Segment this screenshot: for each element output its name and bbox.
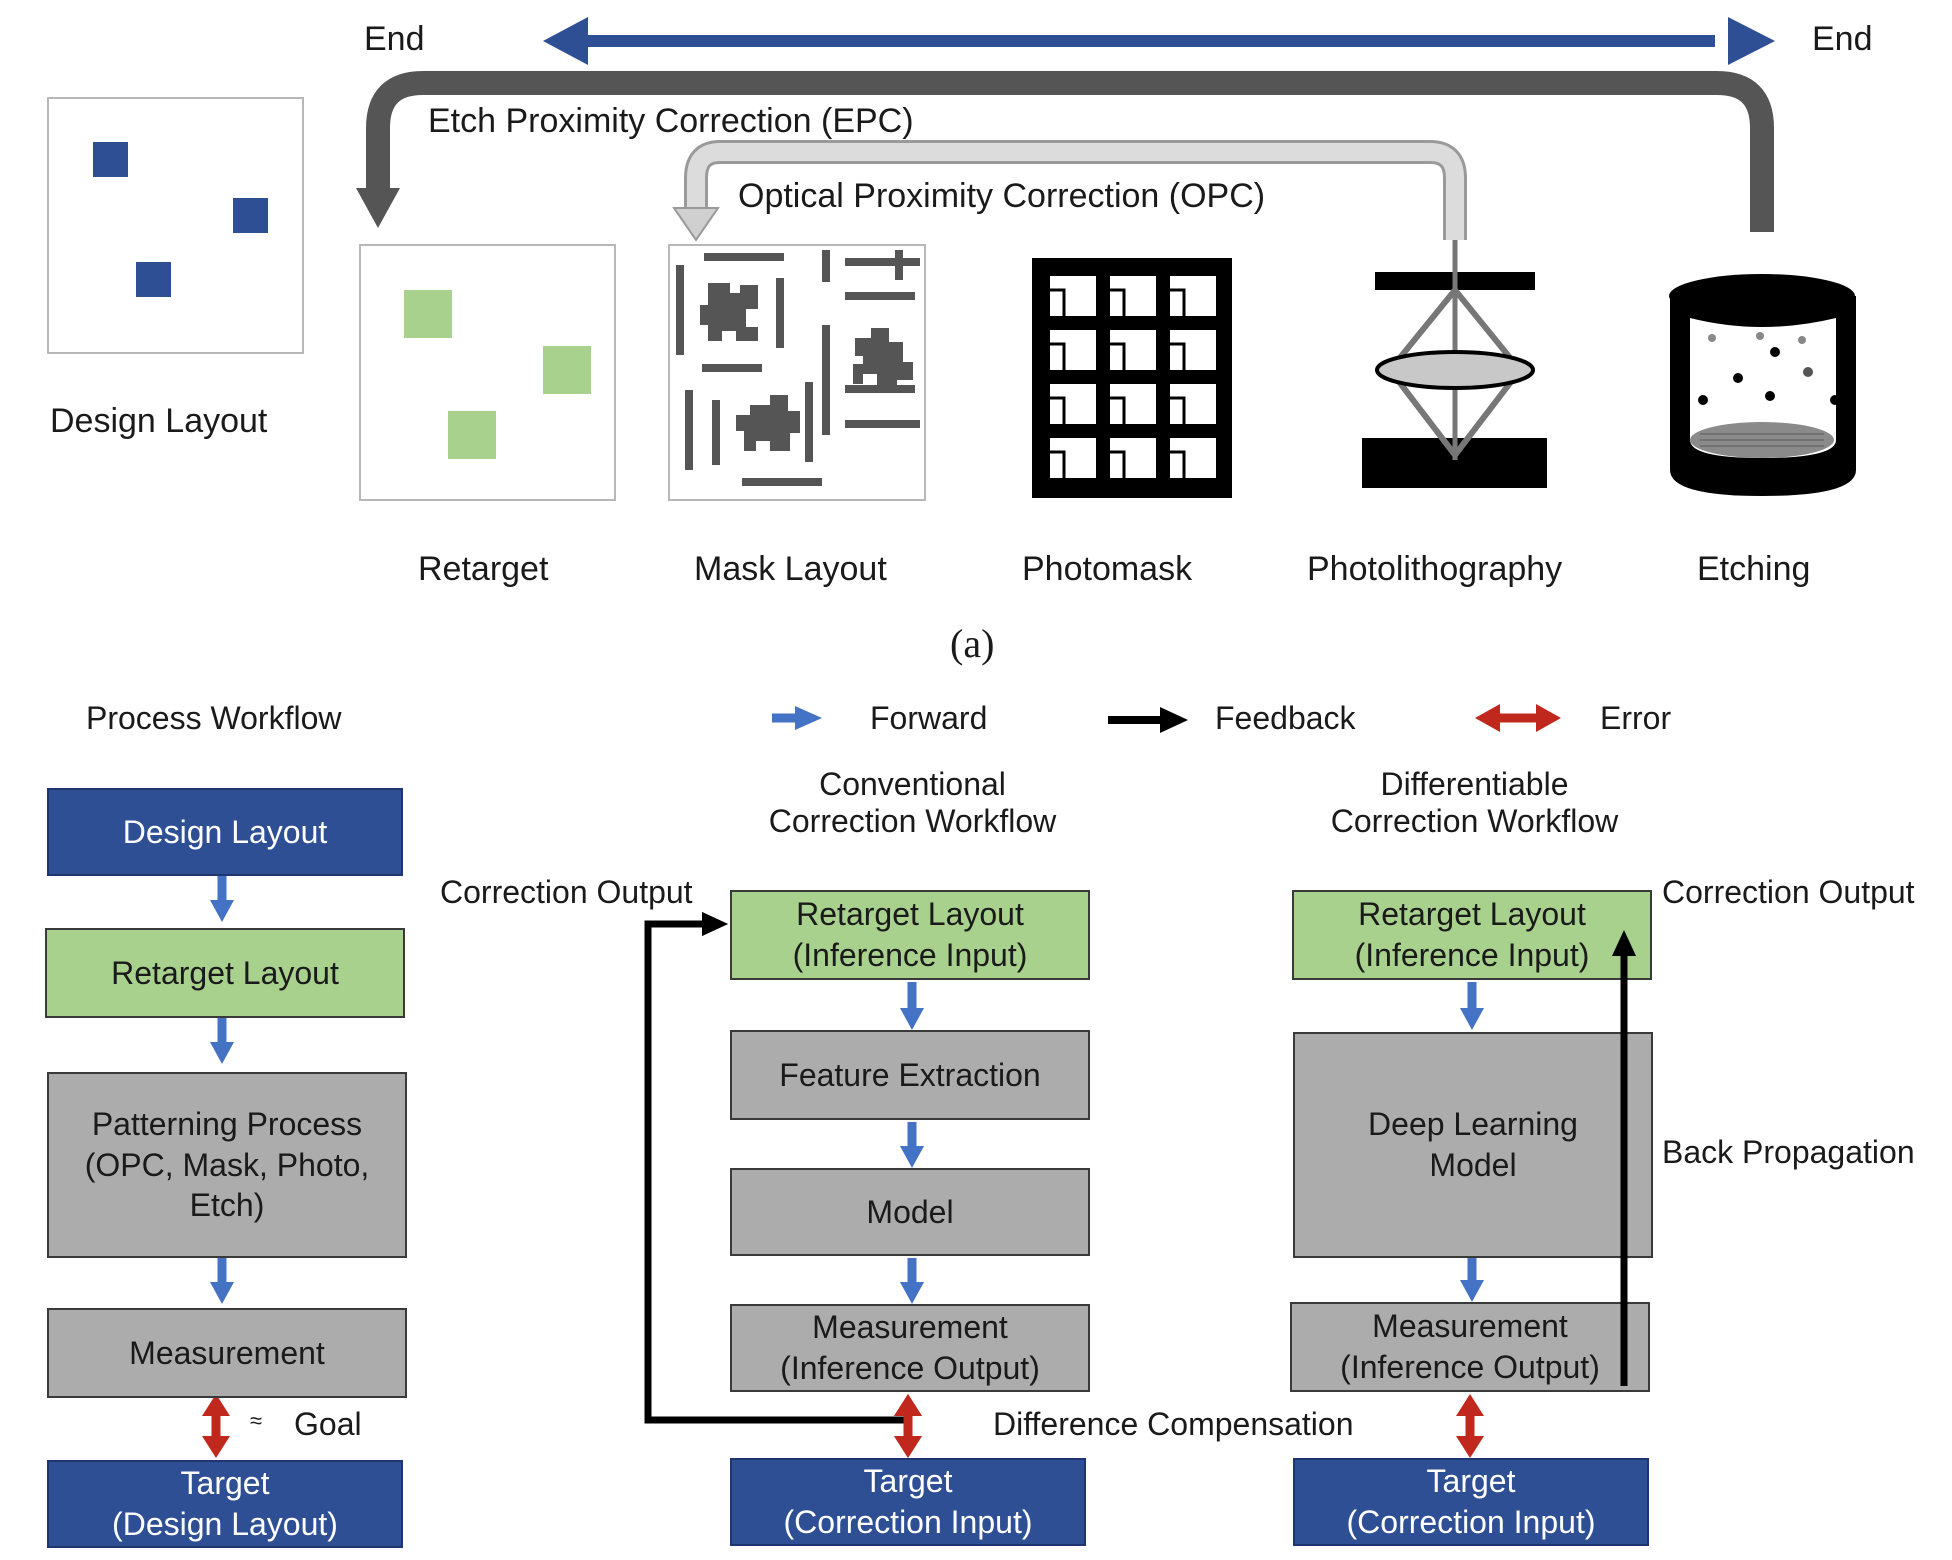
legend-forward-arrow (772, 706, 822, 730)
differentiable-target-box: Target (Correction Input) (1293, 1458, 1649, 1546)
opc-arrow (672, 140, 1467, 242)
conventional-title: Conventional Correction Workflow (768, 766, 1057, 839)
epc-label: Etch Proximity Correction (EPC) (428, 102, 914, 140)
stage-mask-layout-label: Mask Layout (694, 550, 887, 588)
legend-forward-label: Forward (870, 700, 988, 736)
photomask-image (1032, 258, 1232, 498)
process-retarget-layout-box: Retarget Layout (45, 928, 405, 1018)
opc-label: Optical Proximity Correction (OPC) (738, 177, 1266, 215)
conventional-forward-arrows (900, 982, 924, 1304)
approx-equal-icon: ≈ (250, 1408, 263, 1433)
stage-etching-label: Etching (1697, 550, 1811, 588)
design-layout-image (47, 97, 304, 354)
photolithography-image (1362, 240, 1547, 488)
conventional-retarget-box: Retarget Layout (Inference Input) (730, 890, 1090, 980)
differentiable-correction-output-label: Correction Output (1662, 874, 1915, 910)
end-to-end-arrow (543, 17, 1775, 65)
panel-a-caption: (a) (950, 621, 995, 666)
process-workflow-title: Process Workflow (86, 700, 342, 736)
process-patterning-box: Patterning Process (OPC, Mask, Photo, Et… (47, 1072, 407, 1258)
end-right-label: End (1812, 20, 1873, 58)
differentiable-measurement-box: Measurement (Inference Output) (1290, 1302, 1650, 1392)
legend-feedback-label: Feedback (1215, 700, 1356, 736)
differentiable-retarget-box: Retarget Layout (Inference Input) (1292, 890, 1652, 980)
legend-feedback-arrow (1108, 707, 1188, 733)
conventional-target-box: Target (Correction Input) (730, 1458, 1086, 1546)
design-layout-label: Design Layout (50, 402, 268, 440)
goal-label: Goal (294, 1406, 362, 1442)
process-target-box: Target (Design Layout) (47, 1460, 403, 1548)
legend-error-label: Error (1600, 700, 1672, 736)
differentiable-title: Differentiable Correction Workflow (1330, 766, 1619, 839)
stage-photomask-label: Photomask (1022, 550, 1193, 588)
conventional-correction-output-label: Correction Output (440, 874, 693, 910)
conventional-model-box: Model (730, 1168, 1090, 1256)
stage-retarget-label: Retarget (418, 550, 549, 588)
process-design-layout-box: Design Layout (47, 788, 403, 876)
conventional-measurement-box: Measurement (Inference Output) (730, 1304, 1090, 1392)
stage-photolithography-label: Photolithography (1307, 550, 1563, 588)
process-measurement-box: Measurement (47, 1308, 407, 1398)
back-propagation-label: Back Propagation (1662, 1134, 1915, 1170)
etching-image (1669, 274, 1856, 496)
legend-error-arrow (1475, 704, 1561, 732)
process-forward-arrows (210, 876, 234, 1304)
mask-layout-image (668, 244, 926, 501)
differentiable-deep-model-box: Deep Learning Model (1293, 1032, 1653, 1258)
conventional-feature-box: Feature Extraction (730, 1030, 1090, 1120)
epc-arrow (356, 71, 1774, 232)
differentiable-forward-arrows (1460, 982, 1484, 1302)
difference-compensation-label: Difference Compensation (993, 1406, 1354, 1442)
end-left-label: End (364, 20, 425, 58)
retarget-image (359, 244, 616, 501)
